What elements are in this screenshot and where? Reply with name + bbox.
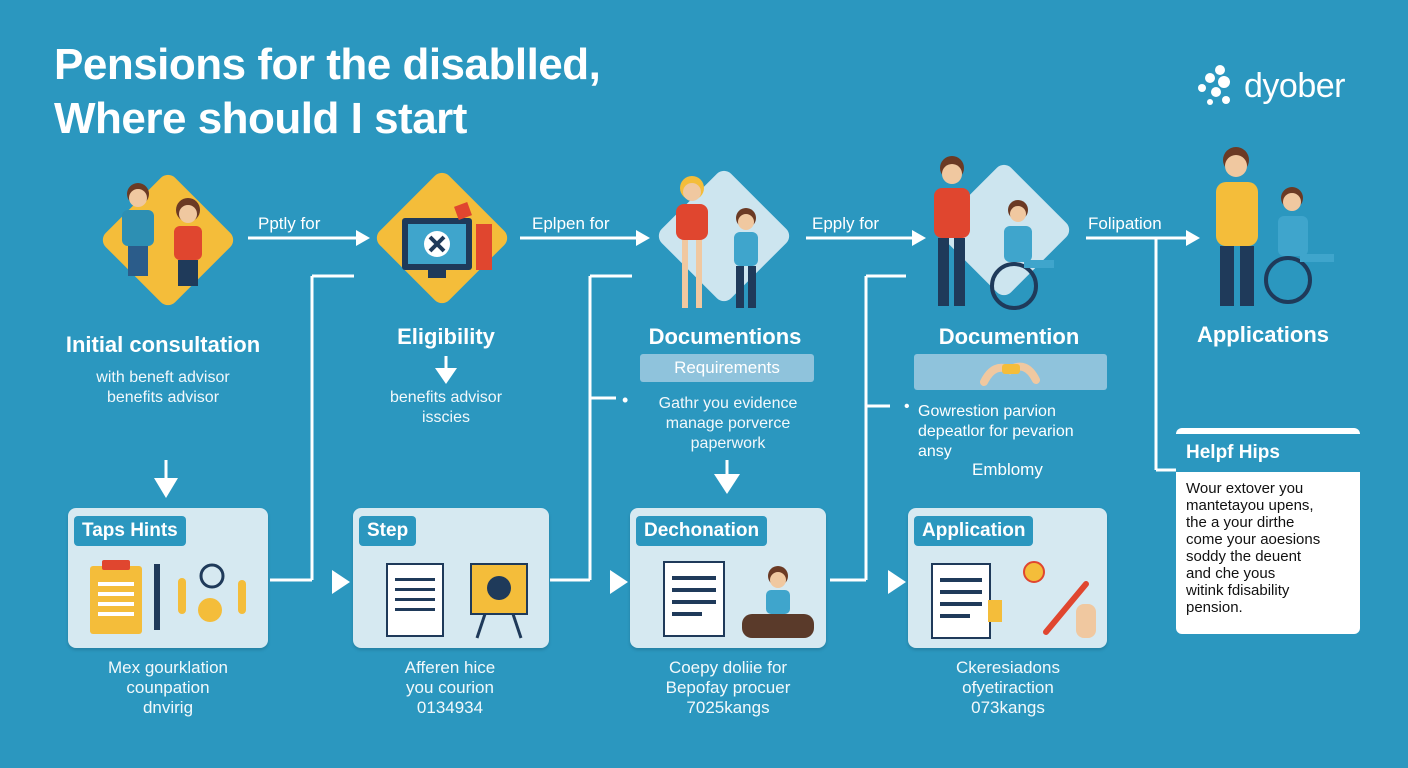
- stage-3-bullet-dot: •: [622, 390, 629, 410]
- helpful-tips-body: Wour extover you mantetayou upens, the a…: [1186, 480, 1321, 616]
- card-step: Step: [353, 508, 549, 648]
- stage-5-label: Applications: [1196, 322, 1329, 347]
- card-application: Application: [908, 508, 1107, 648]
- family-wheelchair-icon: [1216, 147, 1334, 306]
- title-line-1: Pensions for the disablled,: [54, 40, 601, 89]
- card-dechonation-tag: Dechonation: [636, 516, 768, 546]
- card-4-text: Ckeresiadons ofyetiraction 073kangs: [956, 658, 1060, 717]
- card-dechonation: Dechonation: [630, 508, 826, 648]
- logo-mark-icon: [1198, 65, 1230, 105]
- card-2-text: Afferen hice you courion 0134934: [404, 658, 496, 717]
- page-title: Pensions for the disablled, Where should…: [54, 38, 601, 146]
- document-sign-icon: [386, 563, 528, 639]
- helpful-tips-title: Helpf Hips: [1176, 434, 1360, 472]
- title-line-2: Where should I start: [54, 94, 467, 143]
- stage-4-label: Documention: [938, 324, 1080, 349]
- stage-1-label: Initial consultation: [65, 332, 261, 357]
- card-1-text: Mex gourklation counpation dnvirig: [107, 658, 228, 717]
- stage-3-bullet: Gathr you evidence manage porverce paper…: [658, 395, 798, 452]
- stage-1-illustration: [98, 170, 238, 310]
- stage-3-illustration: [654, 166, 794, 308]
- caregiver-wheelchair-icon: [934, 156, 1054, 310]
- arrow-label-2: Eplpen for: [532, 214, 610, 233]
- arrow-label-4: Folipation: [1088, 214, 1162, 233]
- card-tips-hints-tag: Taps Hints: [74, 516, 186, 546]
- stage-4-illustration: [934, 156, 1074, 310]
- logo-text: dyober: [1244, 66, 1345, 105]
- stage-2-illustration: [372, 168, 512, 308]
- child-and-girl-icon: [676, 176, 758, 308]
- card-tips-hints: Taps Hints: [68, 508, 268, 648]
- arrow-label-1: Pptly for: [258, 214, 321, 233]
- stage-3-label: Documentions: [648, 324, 802, 349]
- stage-2-label: Eligibility: [397, 324, 495, 349]
- application-pen-icon: [931, 561, 1096, 639]
- handshake-icon: [980, 362, 1040, 386]
- arrow-label-3: Epply for: [812, 214, 880, 233]
- stage-4-bullet: Gowrestion parvion depeatlor for pevario…: [918, 403, 1074, 460]
- documention-image-bar: [914, 354, 1107, 390]
- stage-2-subtitle: benefits advisor isscies: [389, 389, 503, 426]
- form-child-icon: [663, 561, 814, 638]
- clipboard-pen-icon: [90, 560, 246, 634]
- stage-1-subtitle: with beneft advisor benefits advisor: [96, 369, 230, 406]
- card-application-tag: Application: [914, 516, 1034, 546]
- card-step-tag: Step: [359, 516, 417, 546]
- requirements-bar: Requirements: [640, 354, 814, 382]
- card-3-text: Coepy doliie for Bepofay procuer 7025kan…: [665, 658, 791, 717]
- stage-4-bullet-dot: •: [904, 398, 910, 415]
- computer-monitor-icon: [402, 202, 492, 278]
- brand-logo: dyober: [1196, 64, 1345, 108]
- helpful-tips-box: Helpf Hips Wour extover you mantetayou u…: [1176, 428, 1360, 634]
- people-consultation-icon: [122, 183, 202, 286]
- stage-4-extra: Emblomy: [972, 460, 1043, 479]
